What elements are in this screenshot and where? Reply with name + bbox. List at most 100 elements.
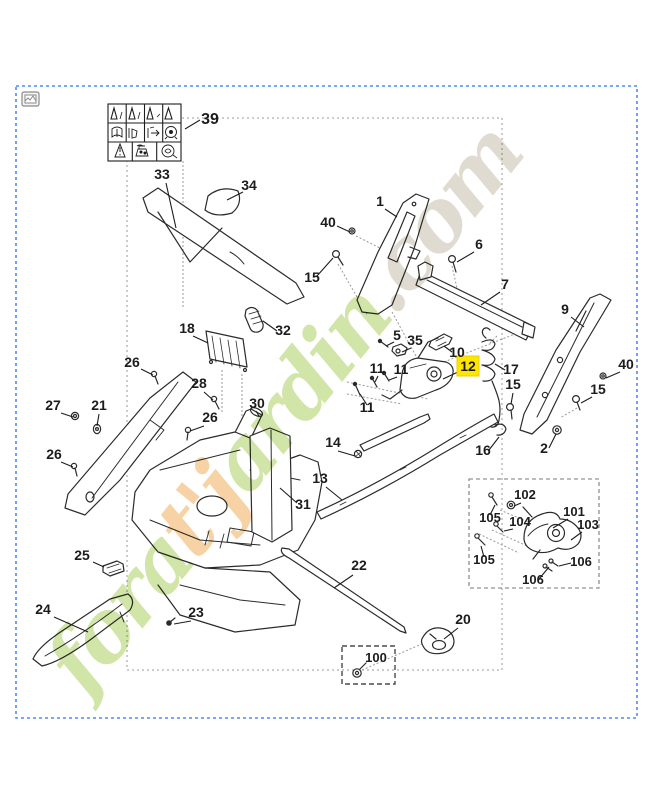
part-14-link-rod bbox=[353, 413, 431, 459]
part-label-17: 17 bbox=[503, 361, 519, 377]
part-label-14: 14 bbox=[325, 434, 341, 450]
part-16-hook bbox=[494, 423, 507, 436]
fasteners bbox=[70, 227, 607, 477]
part-label-100: 100 bbox=[365, 650, 387, 665]
part-label-22: 22 bbox=[351, 557, 367, 573]
part-102-washer bbox=[506, 500, 516, 510]
part-label-5: 5 bbox=[393, 327, 401, 343]
part-label-35: 35 bbox=[407, 332, 423, 348]
part-13-curved-bar bbox=[316, 413, 499, 520]
part-28-screw bbox=[210, 395, 220, 410]
inset-detail-box bbox=[468, 478, 600, 589]
read-manual-icon bbox=[111, 126, 123, 138]
part-22-control-rod bbox=[280, 547, 407, 634]
part-label-105: 105 bbox=[479, 510, 501, 525]
warning-triangle-icon bbox=[110, 105, 173, 120]
part-label-32: 32 bbox=[275, 322, 291, 338]
blade-hand-danger-icon bbox=[161, 144, 178, 159]
part-26-screw bbox=[184, 426, 192, 441]
part-9-handle-bracket-right bbox=[519, 293, 612, 435]
part-100-eyelet bbox=[352, 662, 367, 678]
part-25-clip bbox=[102, 560, 125, 577]
part-105-screw bbox=[488, 492, 498, 506]
upper-left-guard bbox=[64, 371, 197, 516]
part-label-21: 21 bbox=[91, 397, 107, 413]
part-label-20: 20 bbox=[455, 611, 471, 627]
warning-triangle-icon bbox=[114, 142, 126, 158]
part-label-39: 39 bbox=[201, 111, 219, 128]
part-label-6: 6 bbox=[475, 236, 483, 252]
part-label-105: 105 bbox=[473, 552, 495, 567]
part-label-16: 16 bbox=[475, 442, 491, 458]
chassis-housing bbox=[131, 431, 323, 633]
part-32-grip bbox=[244, 306, 264, 333]
inset-lever-assembly bbox=[474, 492, 582, 572]
part-label-13: 13 bbox=[312, 470, 328, 486]
part-label-106: 106 bbox=[570, 554, 592, 569]
image-placeholder-icon bbox=[21, 91, 40, 107]
part-26-screw bbox=[150, 370, 159, 385]
selection-border bbox=[15, 85, 638, 719]
part-label-27: 27 bbox=[45, 397, 61, 413]
part-10-torsion-clip bbox=[428, 333, 453, 351]
part-15-bolt bbox=[506, 403, 515, 420]
part-11-pins bbox=[352, 370, 390, 396]
part-104-screw bbox=[493, 521, 504, 533]
part-label-28: 28 bbox=[191, 375, 207, 391]
part-15-bolt bbox=[332, 250, 344, 266]
adjust-lever-icon bbox=[147, 126, 160, 138]
brake-lever-assembly bbox=[381, 337, 454, 400]
part-17-tension-spring bbox=[481, 327, 501, 428]
part-2-washer bbox=[552, 425, 562, 435]
part-105-screw bbox=[474, 533, 486, 546]
part-26-screw bbox=[70, 462, 78, 477]
part-1-handle-bracket-left bbox=[356, 193, 430, 315]
part-label-11: 11 bbox=[394, 361, 409, 377]
part-40-nut bbox=[348, 227, 356, 235]
part-label-40: 40 bbox=[618, 356, 634, 372]
part-6-bolt bbox=[448, 255, 457, 273]
part-15-bolt bbox=[571, 395, 581, 411]
part-31-channel bbox=[249, 427, 293, 543]
part-100-box bbox=[341, 645, 396, 685]
part-label-102: 102 bbox=[514, 487, 536, 502]
part-label-15: 15 bbox=[590, 381, 606, 397]
part-label-31: 31 bbox=[295, 496, 311, 512]
part-7-cross-tube bbox=[415, 261, 536, 341]
part-label-2: 2 bbox=[540, 440, 548, 456]
part-23-screw bbox=[166, 617, 176, 626]
rotating-blade-icon bbox=[164, 126, 178, 140]
part-label-104: 104 bbox=[509, 514, 531, 529]
part-label-106: 106 bbox=[522, 572, 544, 587]
part-label-10: 10 bbox=[449, 344, 465, 360]
part-106-screw bbox=[548, 558, 559, 567]
warning-pictogram-grid bbox=[107, 103, 182, 162]
part-label-11: 11 bbox=[370, 360, 385, 376]
leader-lines bbox=[53, 119, 621, 640]
part-label-24: 24 bbox=[35, 601, 51, 617]
remove-key-icon bbox=[128, 128, 138, 139]
highlight-part-12[interactable] bbox=[456, 355, 480, 377]
part-20-cam-lever bbox=[420, 627, 455, 655]
part-label-23: 23 bbox=[188, 604, 204, 620]
part-label-26: 26 bbox=[124, 354, 140, 370]
alignment-dotted-lines bbox=[182, 161, 578, 671]
part-label-25: 25 bbox=[74, 547, 90, 563]
part-label-9: 9 bbox=[561, 301, 569, 317]
part-label-40: 40 bbox=[320, 214, 336, 230]
part-label-12[interactable]: 12 bbox=[460, 358, 476, 374]
part-106-screw bbox=[542, 563, 553, 572]
part-label-1: 1 bbox=[376, 193, 384, 209]
part-35-clamp bbox=[391, 343, 408, 357]
part-label-26: 26 bbox=[202, 409, 218, 425]
part-27-nut bbox=[70, 411, 80, 421]
part-label-33: 33 bbox=[154, 166, 170, 182]
part-40-nut bbox=[599, 372, 607, 380]
part-label-11: 11 bbox=[360, 399, 375, 415]
main-assembly-box bbox=[126, 117, 503, 671]
part-label-30: 30 bbox=[249, 395, 265, 411]
thrown-objects-icon bbox=[135, 144, 149, 157]
part-label-103: 103 bbox=[577, 517, 599, 532]
